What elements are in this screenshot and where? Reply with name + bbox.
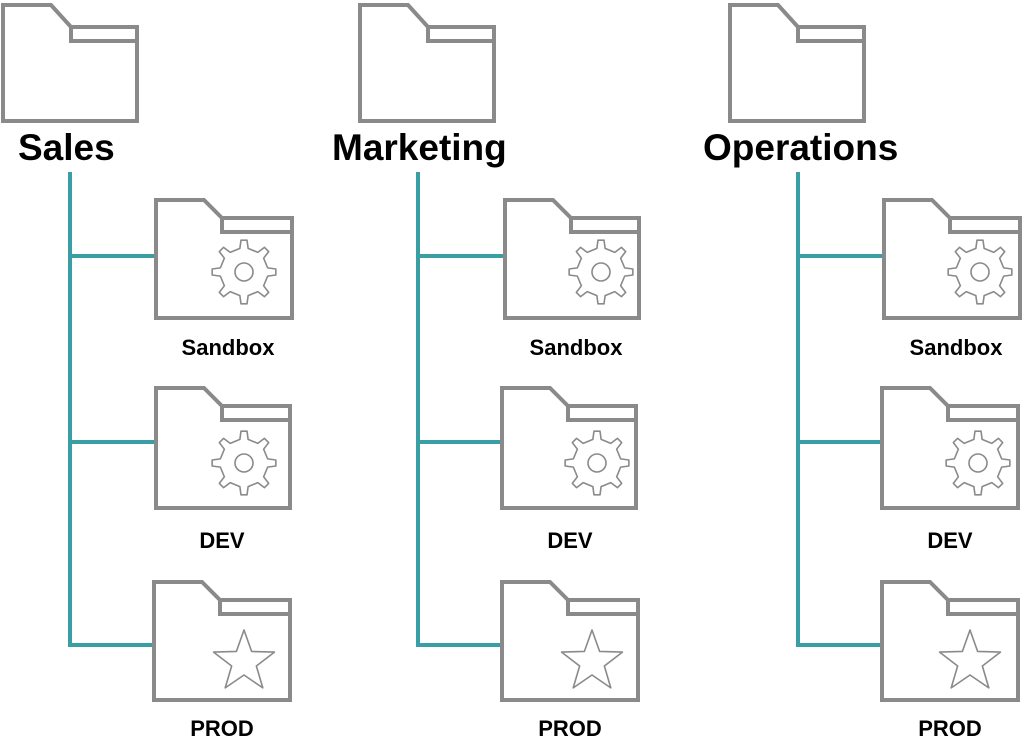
folder-icon [880, 580, 1020, 702]
folder-icon [154, 198, 294, 320]
gear-hole [234, 453, 254, 473]
folder-icon [154, 386, 292, 510]
folder-label-sandbox: Sandbox [910, 335, 1004, 360]
folder-dev[interactable] [500, 386, 638, 510]
gear-outline [211, 239, 277, 305]
folder-label-dev: DEV [547, 528, 593, 553]
folder-icon [503, 198, 641, 320]
folder-sandbox[interactable] [503, 198, 641, 320]
group-operations: Operations Sandbox DEV PROD [703, 3, 1022, 741]
star-icon [938, 629, 1002, 689]
folder-prod[interactable] [880, 580, 1020, 702]
gear-hole [591, 262, 611, 282]
gear-hole [234, 262, 254, 282]
folder-icon[interactable] [358, 3, 496, 123]
folder-icon[interactable] [728, 3, 866, 123]
group-title: Operations [703, 127, 898, 168]
folder-label-sandbox: Sandbox [182, 335, 276, 360]
group-title: Marketing [332, 127, 507, 168]
gear-hole [970, 262, 990, 282]
gear-outline [947, 239, 1013, 305]
folder-dev[interactable] [880, 386, 1020, 510]
folder-icon [152, 580, 292, 702]
folder-icon [500, 386, 638, 510]
folder-dev[interactable] [154, 386, 292, 510]
folder-icon [880, 386, 1020, 510]
star-icon [212, 629, 276, 689]
folder-icon [500, 580, 640, 702]
folder-label-sandbox: Sandbox [530, 335, 624, 360]
gear-hole [968, 453, 988, 473]
group-marketing: Marketing Sandbox DEV PROD [332, 3, 641, 741]
folder-label-prod: PROD [190, 716, 254, 741]
folder-prod[interactable] [152, 580, 292, 702]
gear-outline [945, 430, 1011, 496]
gear-icon [211, 430, 277, 496]
gear-outline [564, 430, 630, 496]
folder-label-prod: PROD [538, 716, 602, 741]
gear-icon [568, 239, 634, 305]
connector-lines [796, 172, 884, 647]
gear-icon [211, 239, 277, 305]
folder-icon[interactable] [1, 3, 139, 123]
folder-icon [882, 198, 1022, 320]
gear-outline [568, 239, 634, 305]
star-outline [212, 629, 276, 689]
gear-icon [945, 430, 1011, 496]
gear-icon [947, 239, 1013, 305]
gear-hole [587, 453, 607, 473]
star-outline [560, 629, 624, 689]
folder-label-dev: DEV [199, 528, 245, 553]
gear-outline [211, 430, 277, 496]
folder-label-prod: PROD [918, 716, 982, 741]
star-outline [938, 629, 1002, 689]
group-sales: Sales Sandbox DEV PROD [1, 3, 294, 741]
folder-sandbox[interactable] [154, 198, 294, 320]
folder-sandbox[interactable] [882, 198, 1022, 320]
group-title: Sales [18, 127, 115, 168]
folder-prod[interactable] [500, 580, 640, 702]
connector-lines [416, 172, 505, 647]
star-icon [560, 629, 624, 689]
folder-label-dev: DEV [927, 528, 973, 553]
connector-lines [68, 172, 156, 647]
gear-icon [564, 430, 630, 496]
